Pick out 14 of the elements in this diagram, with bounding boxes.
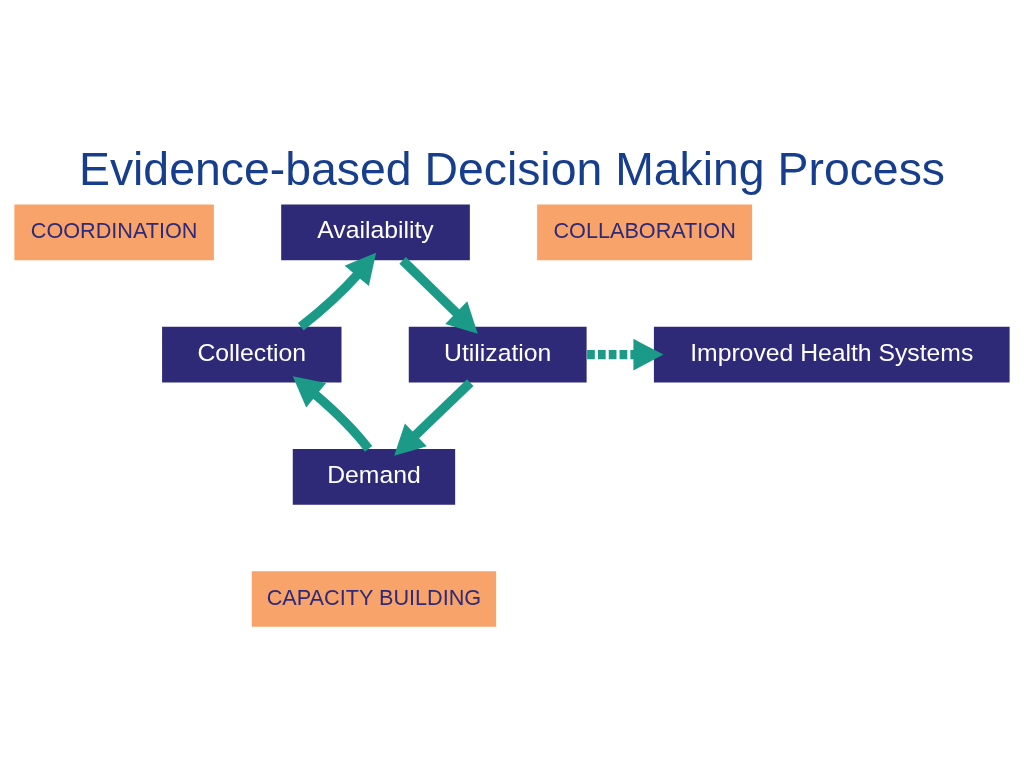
arrow bbox=[394, 379, 474, 456]
node-box: Availability bbox=[281, 204, 470, 261]
label: COLLABORATION bbox=[553, 218, 736, 244]
arrow bbox=[399, 257, 478, 334]
node-box: Collection bbox=[162, 326, 342, 383]
diagram-title: Evidence-based Decision Making Process bbox=[78, 142, 946, 195]
node-box: Utilization bbox=[408, 326, 587, 383]
label: COORDINATION bbox=[30, 218, 198, 244]
arrow bbox=[292, 376, 373, 452]
node-box: Improved Health Systems bbox=[653, 326, 1010, 383]
arrow bbox=[297, 252, 377, 331]
arrow bbox=[587, 338, 664, 371]
node-box: Demand bbox=[292, 448, 456, 505]
label: CAPACITY BUILDING bbox=[266, 584, 482, 610]
